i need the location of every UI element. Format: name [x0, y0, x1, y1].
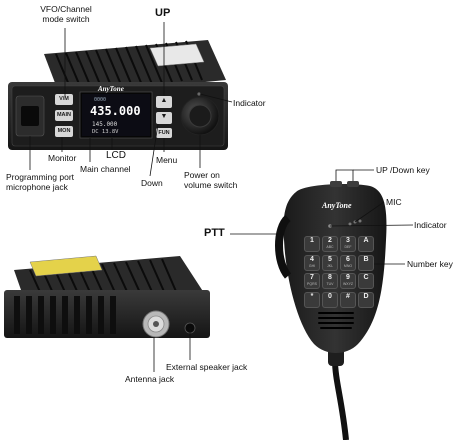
- keypad-key[interactable]: B: [358, 254, 374, 271]
- keypad-key-number: 2: [328, 237, 332, 244]
- up-down-key-label: UP /Down key: [376, 165, 430, 175]
- keypad-key-letters: MNO: [343, 263, 353, 268]
- main-channel-label: Main channel: [80, 164, 131, 174]
- menu-label: Menu: [156, 155, 178, 165]
- keypad-key[interactable]: 0: [322, 291, 338, 308]
- lcd-label: LCD: [106, 150, 127, 161]
- keypad-key[interactable]: 1: [304, 236, 320, 252]
- keypad-key-number: 8: [328, 274, 332, 281]
- keypad-key-number: D: [363, 292, 369, 300]
- radio-brand-logo: AnyTone: [98, 85, 124, 93]
- indicator-radio-label: Indicator: [233, 98, 266, 108]
- main-button[interactable]: MAIN: [56, 112, 72, 118]
- keypad-key[interactable]: D: [358, 291, 374, 308]
- microphone-unit: [275, 181, 387, 440]
- vfo-channel-label: VFO/Channel mode switch: [40, 4, 92, 24]
- keypad-key[interactable]: *: [304, 291, 320, 308]
- lcd-main-frequency: 435.000: [90, 104, 141, 118]
- keypad-key-number: #: [346, 292, 350, 300]
- keypad-key-letters: TUV: [326, 282, 334, 286]
- keypad-key-number: A: [363, 237, 369, 244]
- antenna-jack-label: Antenna jack: [125, 374, 175, 384]
- up-label: UP: [155, 7, 171, 19]
- keypad-key-number: C: [363, 274, 369, 281]
- keypad-key-letters: ABC: [326, 245, 334, 249]
- keypad-key-number: B: [363, 255, 369, 263]
- fun-button[interactable]: FUN: [158, 130, 170, 136]
- keypad-key-letters: WXYZ: [342, 282, 354, 286]
- down-button[interactable]: ▼: [160, 113, 168, 120]
- keypad-key-number: 0: [328, 292, 332, 300]
- keypad-key-number: 9: [346, 274, 350, 281]
- lcd-voltage: DC 13.8V: [92, 129, 119, 135]
- up-button[interactable]: ▲: [160, 97, 168, 104]
- keypad-key-number: 5: [328, 255, 332, 263]
- keypad-key-number: 3: [346, 237, 350, 244]
- keypad-key-number: 6: [346, 255, 350, 263]
- lcd-top-line: 0000: [94, 97, 107, 103]
- lcd-sub-frequency: 145.000: [92, 121, 118, 128]
- radio-front-unit: [8, 40, 228, 150]
- programming-port-label: Programming port microphone jack: [6, 172, 75, 192]
- keypad-key-letters: GHI: [308, 263, 316, 268]
- number-key-label: Number key: [407, 259, 453, 269]
- external-speaker-label: External speaker jack: [166, 362, 248, 372]
- keypad-key-number: 4: [310, 255, 314, 263]
- mic-brand-logo: AnyTone: [322, 201, 352, 210]
- keypad-key-number: 7: [310, 274, 314, 281]
- down-label: Down: [141, 178, 163, 188]
- mic-label: MIC: [386, 197, 402, 207]
- radio-rear-unit: [4, 255, 210, 338]
- keypad-key-number: *: [310, 292, 314, 300]
- ptt-label: PTT: [204, 227, 225, 239]
- keypad-key[interactable]: #: [340, 291, 356, 308]
- keypad-key-letters: JKL: [326, 263, 334, 268]
- keypad-key[interactable]: C: [358, 273, 374, 289]
- keypad-key[interactable]: A: [358, 236, 374, 252]
- keypad-key-letters: PQRS: [307, 282, 317, 286]
- vm-button[interactable]: V/M: [59, 96, 69, 102]
- power-volume-label: Power on volume switch: [184, 170, 238, 190]
- indicator-mic-label: Indicator: [414, 220, 447, 230]
- monitor-label: Monitor: [48, 153, 77, 163]
- leader-lines: [29, 22, 414, 372]
- keypad-key-letters: DEF: [344, 245, 352, 249]
- mon-button[interactable]: MON: [57, 128, 71, 134]
- keypad-key-number: 1: [310, 237, 314, 244]
